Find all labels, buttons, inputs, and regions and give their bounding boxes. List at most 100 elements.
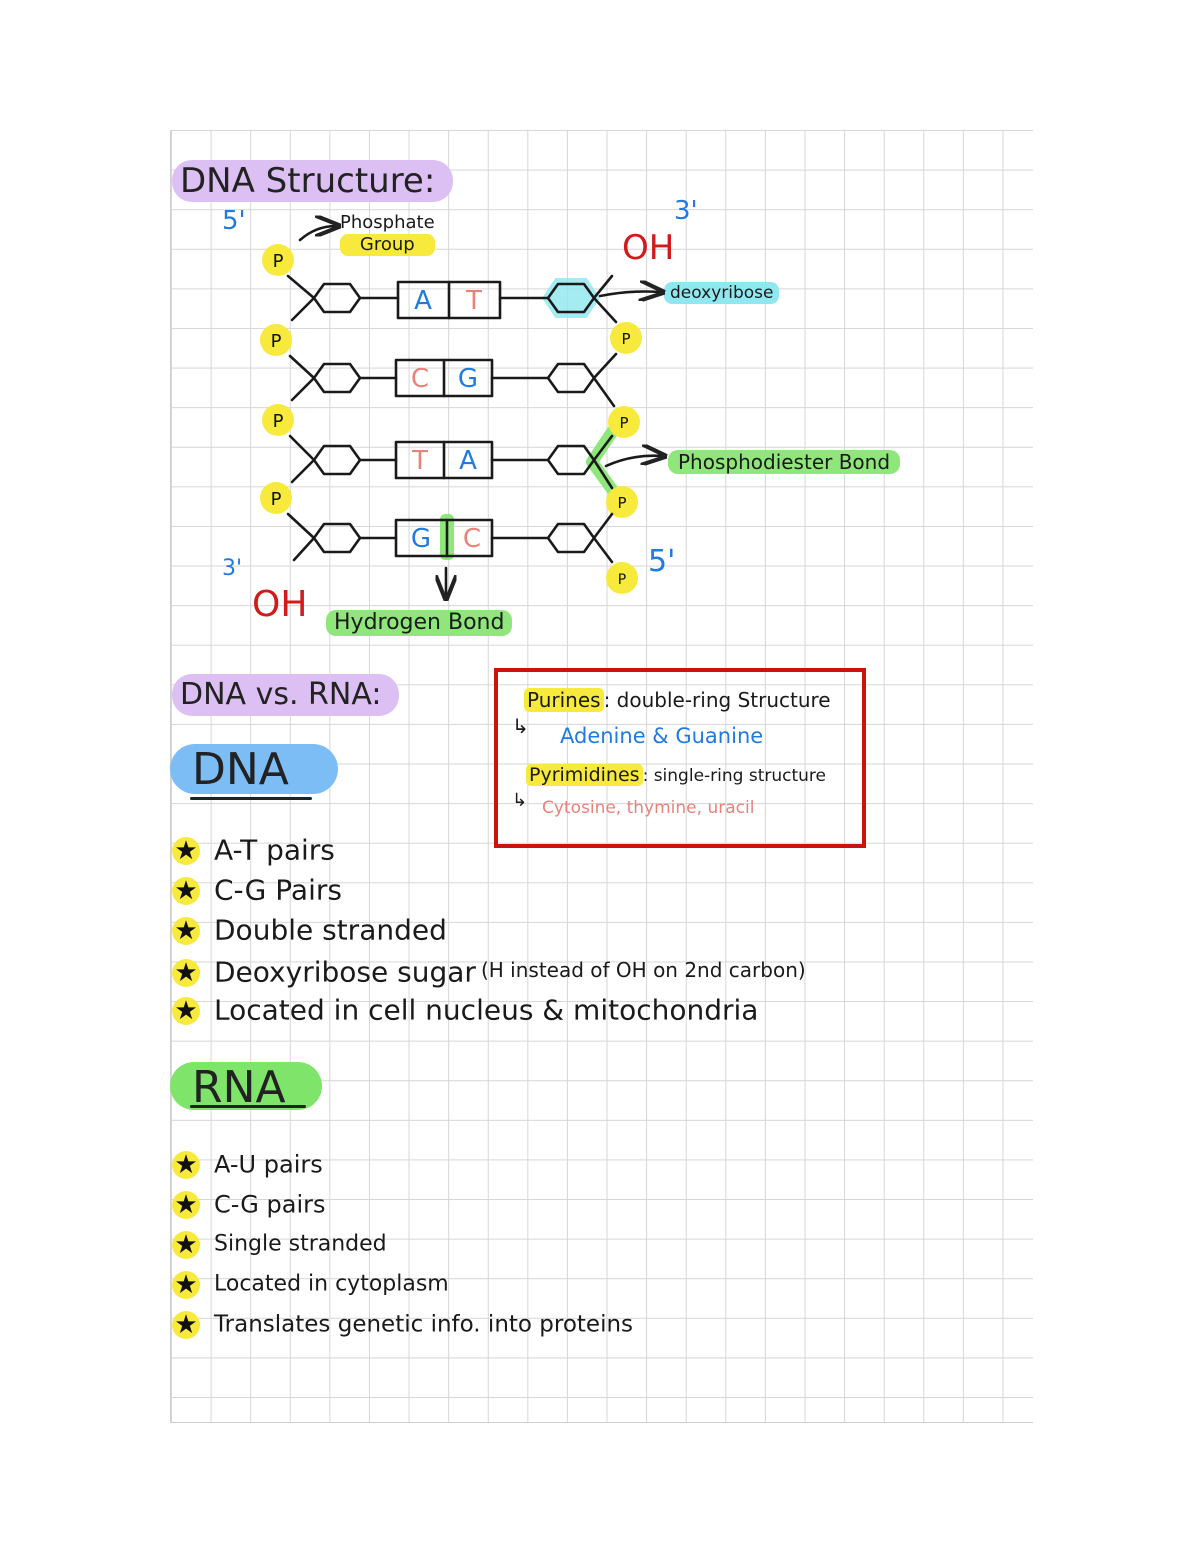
base-right-row-2: G (458, 364, 478, 394)
sugar-left-row-2 (312, 362, 362, 394)
sugar-right-row-2 (546, 362, 596, 394)
phosphate-p-left-1: P (273, 251, 284, 272)
purines-arrow-icon: ↳ (512, 714, 529, 738)
deoxyribose-arrow (598, 292, 660, 297)
pyrimidines-desc: : single-ring structure (642, 766, 826, 786)
backbone-right-row-2 (592, 352, 618, 408)
phosphate-right-group (606, 322, 642, 594)
star-icon: ★ (172, 876, 200, 905)
rna-bullet-text: Single stranded (214, 1231, 387, 1257)
three-prime-left-label: 3' (222, 556, 243, 581)
phosphate-circle-right-4 (606, 562, 638, 594)
star-icon: ★ (172, 916, 200, 945)
star-icon: ★ (172, 1150, 200, 1179)
purine-pyrimidine-box: Purines: double-ring Structure ↳ Adenine… (494, 668, 866, 848)
base-left-row-4: G (411, 524, 431, 554)
phosphodiester-label: Phosphodiester Bond (668, 450, 901, 474)
rna-bullet-text: Translates genetic info. into proteins (214, 1311, 634, 1338)
phosphate-group-label: Phosphate Group (340, 212, 435, 256)
star-icon: ★ (172, 958, 200, 987)
backbone-left-row-3 (288, 434, 316, 484)
dna-heading-underline (190, 797, 312, 800)
purines-desc: : double-ring Structure (603, 688, 831, 712)
phosphate-circle-left-2 (260, 324, 292, 356)
phosphate-circle-right-3 (606, 486, 638, 518)
phosphate-p-right-4: P (618, 572, 626, 588)
phosphate-p-left-4: P (271, 489, 282, 510)
backbone-right-row-3 (592, 434, 614, 490)
phosphate-circle-left-3 (262, 404, 294, 436)
structure-title: DNA Structure: (172, 160, 454, 202)
oh-top-label: OH (622, 228, 675, 268)
rna-bullet-list: ★ A-U pairs ★ C-G pairs ★ Single stranded ★… (172, 1144, 633, 1344)
dna-structure-diagram: P P P P P P P P (260, 0, 1200, 660)
list-item: ★ A-T pairs (172, 830, 806, 870)
sugar-note: (H instead of OH on 2nd carbon) (480, 958, 806, 982)
phosphate-group-line2: Group (340, 234, 435, 256)
phosphate-p-right-3: P (617, 494, 626, 512)
list-item: ★ Located in cell nucleus & mitochondria (172, 990, 806, 1030)
phosphodiester-arrow (604, 456, 662, 468)
dna-bullet-text: A-T pairs (214, 833, 335, 867)
phosphate-circle-left-4 (260, 482, 292, 514)
base-left-row-3: T (411, 446, 428, 476)
star-icon: ★ (172, 1230, 200, 1259)
dna-heading: DNA (170, 744, 338, 795)
list-item: ★ C-G Pairs (172, 870, 806, 910)
phosphate-arrow (298, 226, 336, 242)
phosphate-p-left-2: P (271, 331, 282, 352)
star-icon: ★ (172, 836, 200, 865)
rna-bullet-text: Located in cytoplasm (214, 1271, 449, 1297)
pyrimidines-arrow-icon: ↳ (512, 790, 528, 811)
phosphate-circle-left-1 (262, 244, 294, 276)
dna-bullet-text: C-G Pairs (214, 873, 342, 907)
list-item: ★ C-G pairs (172, 1184, 633, 1224)
star-icon: ★ (172, 1270, 200, 1299)
purines-term: Purines (524, 688, 604, 712)
dna-bullet-text: Located in cell nucleus & mitochondria (214, 993, 759, 1027)
dna-bullet-text: Deoxyribose sugar (214, 955, 476, 989)
rna-heading: RNA (170, 1062, 322, 1113)
phosphate-p-right-1: P (621, 330, 630, 348)
dna-bullet-list: ★ A-T pairs ★ C-G Pairs ★ Double stranded ★… (172, 830, 806, 1030)
base-box-row-4 (394, 518, 494, 558)
dna-bullet-text: Double stranded (214, 913, 447, 947)
backbone-left-row-1 (286, 274, 316, 322)
comparison-title: DNA vs. RNA: (172, 674, 400, 716)
list-item: ★ Deoxyribose sugar (H instead of OH on 2… (172, 950, 806, 990)
base-right-row-1: T (465, 286, 482, 316)
rna-bullet-text: A-U pairs (214, 1150, 323, 1179)
five-prime-left-label: 5' (222, 206, 246, 236)
sugar-right-row-4 (546, 522, 596, 554)
star-icon: ★ (172, 996, 200, 1025)
sugar-left-row-1 (312, 282, 362, 314)
five-prime-right-label: 5' (648, 544, 676, 579)
list-item: ★ Single stranded (172, 1224, 633, 1264)
oh-bottom-label: OH (252, 584, 308, 625)
phosphate-group-line1: Phosphate (340, 212, 435, 233)
list-item: ★ Double stranded (172, 910, 806, 950)
star-icon: ★ (172, 1310, 200, 1339)
sugar-left-row-3 (312, 444, 362, 476)
pyrimidines-term: Pyrimidines (526, 764, 643, 786)
pyrimidines-line: Pyrimidines: single-ring structure (526, 764, 826, 786)
base-right-row-4: C (463, 524, 481, 554)
phosphate-circle-right-1 (610, 322, 642, 354)
list-item: ★ Translates genetic info. into proteins (172, 1304, 633, 1344)
base-right-row-3: A (459, 446, 477, 476)
backbone-left-row-4 (286, 512, 316, 562)
phosphate-p-left-3: P (273, 411, 284, 432)
star-icon: ★ (172, 1190, 200, 1219)
list-item: ★ A-U pairs (172, 1144, 633, 1184)
purines-list: Adenine & Guanine (560, 724, 764, 748)
deoxyribose-label: deoxyribose (664, 282, 780, 304)
rna-heading-underline (190, 1105, 306, 1108)
three-prime-right-label: 3' (674, 196, 698, 226)
hydrogen-bond-label: Hydrogen Bond (326, 610, 513, 636)
backbone-left-row-2 (288, 354, 316, 402)
sugar-left-row-4 (312, 522, 362, 554)
base-left-row-2: C (411, 364, 429, 394)
rna-bullet-text: C-G pairs (214, 1190, 326, 1219)
backbone-right-row-4 (592, 512, 614, 564)
backbone-right-row-1 (592, 274, 618, 324)
